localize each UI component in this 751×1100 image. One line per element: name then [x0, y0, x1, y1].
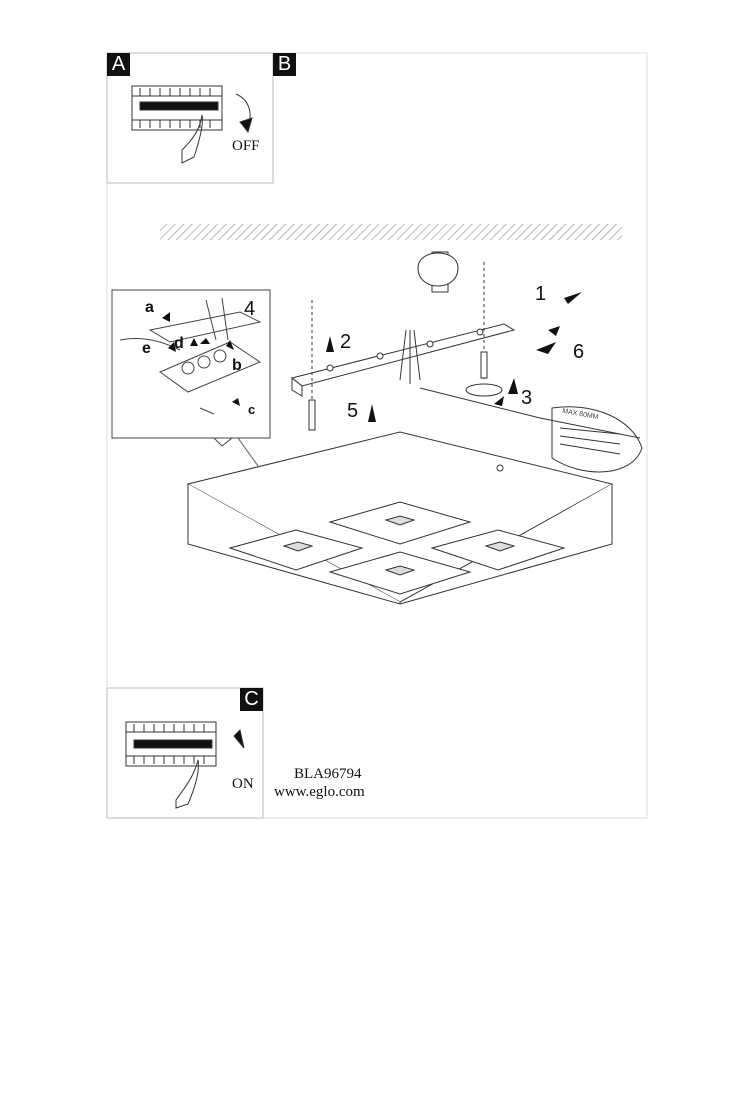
step-6: 6	[573, 341, 585, 363]
detail-b: b	[232, 357, 242, 374]
panel-c-frame	[106, 687, 264, 819]
detail-e: e	[142, 340, 151, 357]
ceiling-hatch	[160, 224, 622, 240]
step-3: 3	[521, 387, 533, 409]
step-1: 1	[535, 283, 547, 305]
panel-c-badge: C	[240, 688, 263, 711]
on-label: ON	[232, 776, 254, 792]
off-label: OFF	[232, 138, 260, 154]
panel-a-badge: A	[107, 53, 130, 76]
step-4: 4	[244, 298, 256, 320]
arrows	[162, 292, 582, 422]
detail-a: a	[145, 299, 154, 316]
page-frame	[106, 52, 648, 819]
model-number: BLA96794	[294, 766, 362, 782]
panel-b-badge: B	[273, 53, 296, 76]
detail-d: d	[174, 335, 184, 352]
step-2: 2	[340, 331, 352, 353]
detail-c: c	[248, 402, 256, 417]
step-5: 5	[347, 400, 359, 422]
ceiling-lamp	[186, 431, 614, 605]
panel-a-frame	[106, 52, 274, 184]
switch-box-on	[125, 721, 245, 809]
screws	[308, 251, 503, 431]
switch-box-off	[131, 85, 253, 164]
power-wires	[399, 329, 643, 473]
website-link[interactable]: www.eglo.com	[274, 784, 365, 800]
wiring-detail	[111, 289, 271, 447]
